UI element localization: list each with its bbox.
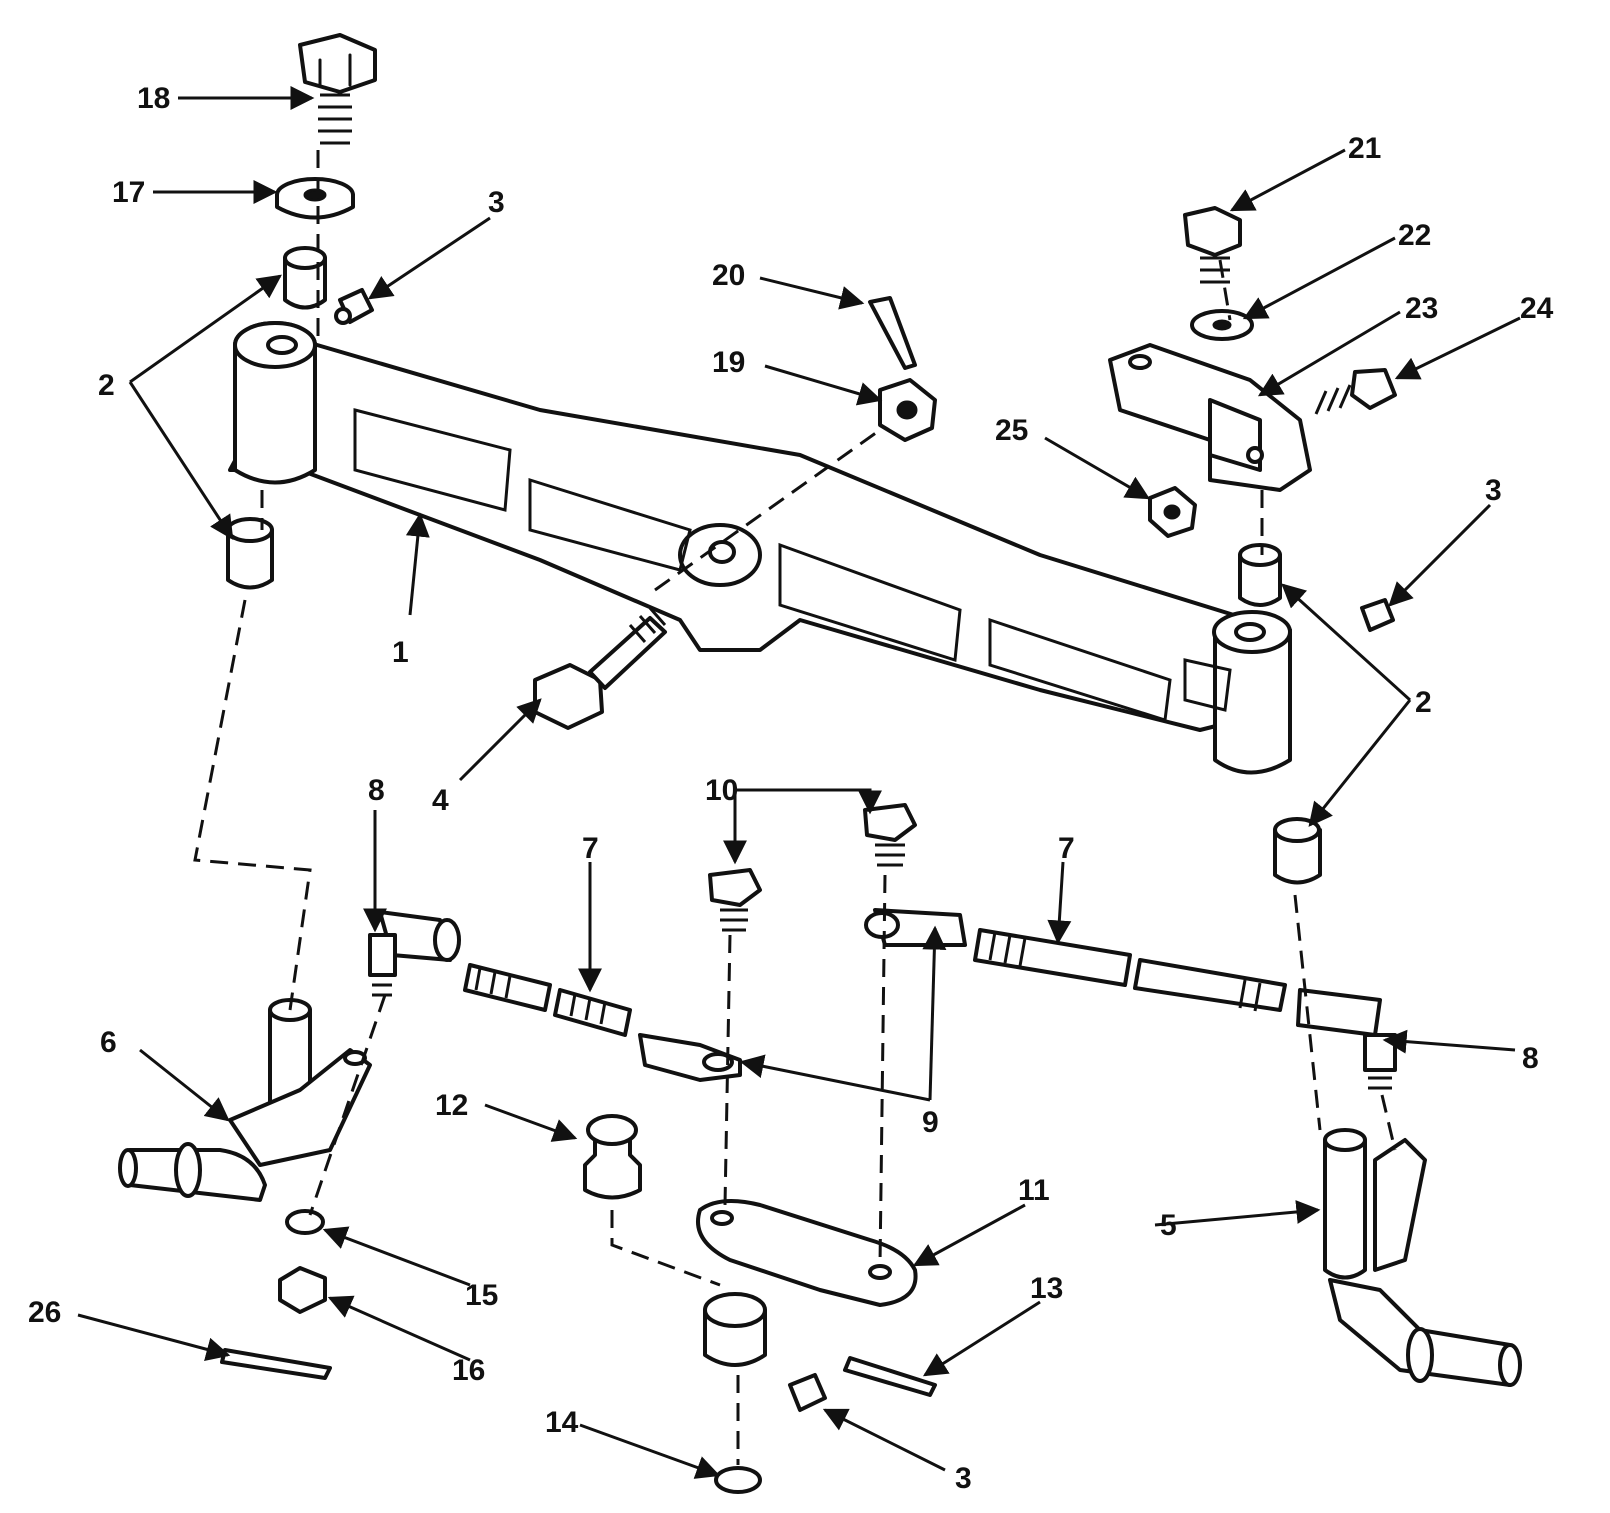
tie-rod-7-left xyxy=(463,963,632,1037)
callout-2-left: 2 xyxy=(98,369,115,402)
steering-arm-23 xyxy=(1108,343,1312,492)
pivot-bolt-4 xyxy=(533,607,667,730)
bushing-2-lower-left xyxy=(226,517,274,590)
washer-22 xyxy=(1190,309,1254,341)
snap-ring-14 xyxy=(714,1466,762,1494)
callout-3-bottom: 3 xyxy=(955,1462,972,1495)
callout-1: 1 xyxy=(392,636,409,669)
callout-19: 19 xyxy=(712,346,745,379)
callout-21: 21 xyxy=(1348,132,1381,165)
nut-25 xyxy=(1148,486,1197,538)
callout-26: 26 xyxy=(28,1296,61,1329)
bushing-2-upper-right xyxy=(1238,543,1282,607)
grease-fitting-3-bottom xyxy=(788,1373,827,1412)
callout-labels: 18 17 3 2 1 4 20 19 21 22 23 24 25 3 2 8… xyxy=(28,82,1554,1495)
callout-3-right: 3 xyxy=(1485,474,1502,507)
bolt-10-left xyxy=(708,868,762,932)
tie-rod-7-right xyxy=(973,928,1287,1012)
bolt-21 xyxy=(1183,206,1242,284)
callout-22: 22 xyxy=(1398,219,1431,252)
callout-23: 23 xyxy=(1405,292,1438,325)
callout-4: 4 xyxy=(432,784,449,817)
callout-10: 10 xyxy=(705,774,738,807)
bolt-24 xyxy=(1314,368,1397,415)
washer-17 xyxy=(275,177,355,220)
callout-8-left: 8 xyxy=(368,774,385,807)
callout-24: 24 xyxy=(1520,292,1554,325)
callout-17: 17 xyxy=(112,176,145,209)
callout-5: 5 xyxy=(1160,1209,1177,1242)
spindle-6-left xyxy=(118,998,372,1202)
castle-nut-19 xyxy=(878,378,937,442)
bolt-18 xyxy=(298,33,377,145)
callout-2-right: 2 xyxy=(1415,686,1432,719)
steering-arm-11 xyxy=(696,1199,918,1367)
rod-end-9-center xyxy=(638,1033,742,1082)
callout-13: 13 xyxy=(1030,1272,1063,1305)
cotter-pin-13 xyxy=(843,1356,937,1397)
spindle-5-right xyxy=(1323,1128,1522,1387)
cotter-pin-26 xyxy=(220,1348,332,1380)
callout-12: 12 xyxy=(435,1089,468,1122)
callout-16: 16 xyxy=(452,1354,485,1387)
assembly-lines xyxy=(193,150,1397,1465)
bolt-10-right xyxy=(863,803,917,867)
rod-end-9-right xyxy=(864,908,967,947)
callout-25: 25 xyxy=(995,414,1028,447)
callout-9: 9 xyxy=(922,1106,939,1139)
rod-end-8-left xyxy=(368,910,461,997)
callout-18: 18 xyxy=(137,82,170,115)
leader-lines xyxy=(77,86,1521,1479)
callout-14: 14 xyxy=(545,1406,579,1439)
bushing-2-upper-left xyxy=(283,246,327,310)
callout-3-top: 3 xyxy=(488,186,505,219)
callout-11: 11 xyxy=(1018,1174,1050,1207)
cap-12 xyxy=(583,1114,642,1200)
callout-20: 20 xyxy=(712,259,745,292)
bushing-2-lower-right xyxy=(1273,817,1322,885)
grease-fitting-3-right xyxy=(1360,598,1395,632)
cotter-pin-20 xyxy=(868,296,917,370)
callout-7-left: 7 xyxy=(582,832,599,865)
callout-6: 6 xyxy=(100,1026,117,1059)
lock-washer-15 xyxy=(285,1209,325,1235)
callout-15: 15 xyxy=(465,1279,498,1312)
callout-7-right: 7 xyxy=(1058,832,1075,865)
callout-8-right: 8 xyxy=(1522,1042,1539,1075)
axle-beam xyxy=(228,321,1292,775)
grease-fitting-3-top xyxy=(334,288,374,325)
nut-16 xyxy=(278,1266,327,1314)
